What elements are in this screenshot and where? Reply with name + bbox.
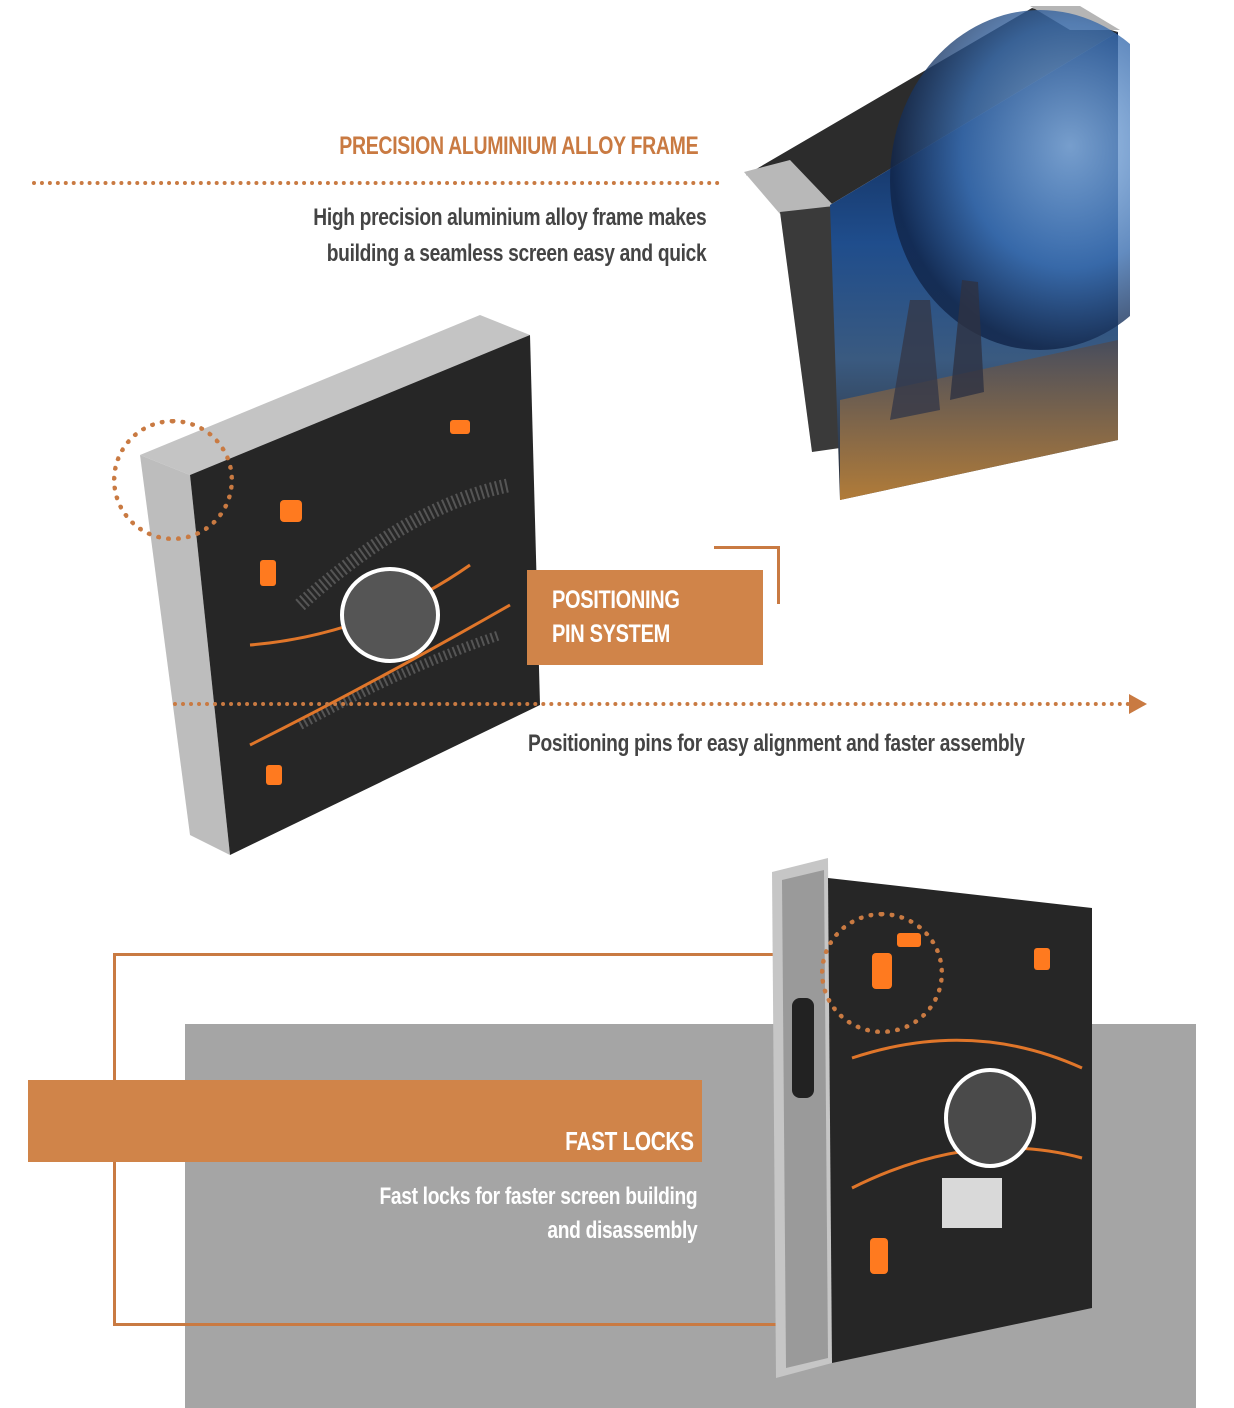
lock-title-band: [28, 1080, 702, 1162]
lock-desc-line-2: and disassembly: [547, 1217, 697, 1244]
pin-section-description: Positioning pins for easy alignment and …: [528, 730, 1025, 757]
pin-title-line-2: PIN SYSTEM: [552, 620, 670, 648]
pin-section-title: POSITIONING PIN SYSTEM: [552, 583, 680, 651]
frame-desc-line-1: High precision aluminium alloy frame mak…: [312, 204, 706, 231]
frame-section-description: High precision aluminium alloy frame mak…: [313, 200, 706, 272]
arrow-right-icon: [1129, 694, 1147, 714]
frame-dotted-divider: [32, 181, 720, 185]
pin-title-box: [527, 570, 763, 665]
frame-desc-line-2: building a seamless screen easy and quic…: [326, 240, 706, 267]
lock-section-title: FAST LOCKS: [565, 1126, 694, 1156]
pin-callout-bracket: [714, 546, 780, 604]
lock-highlight-circle: [820, 912, 944, 1034]
lock-section-description: Fast locks for faster screen building an…: [379, 1180, 697, 1248]
pin-title-line-1: POSITIONING: [552, 586, 680, 614]
pin-highlight-circle: [112, 419, 234, 541]
cabinet-back-image: [140, 315, 540, 855]
pin-dotted-divider: [173, 702, 1131, 706]
cabinet-front-image: [744, 6, 1130, 500]
frame-section-title: PRECISION ALUMINIUM ALLOY FRAME: [338, 132, 698, 160]
lock-desc-line-1: Fast locks for faster screen building: [379, 1183, 697, 1210]
cabinet-lock-image: [772, 858, 1092, 1378]
